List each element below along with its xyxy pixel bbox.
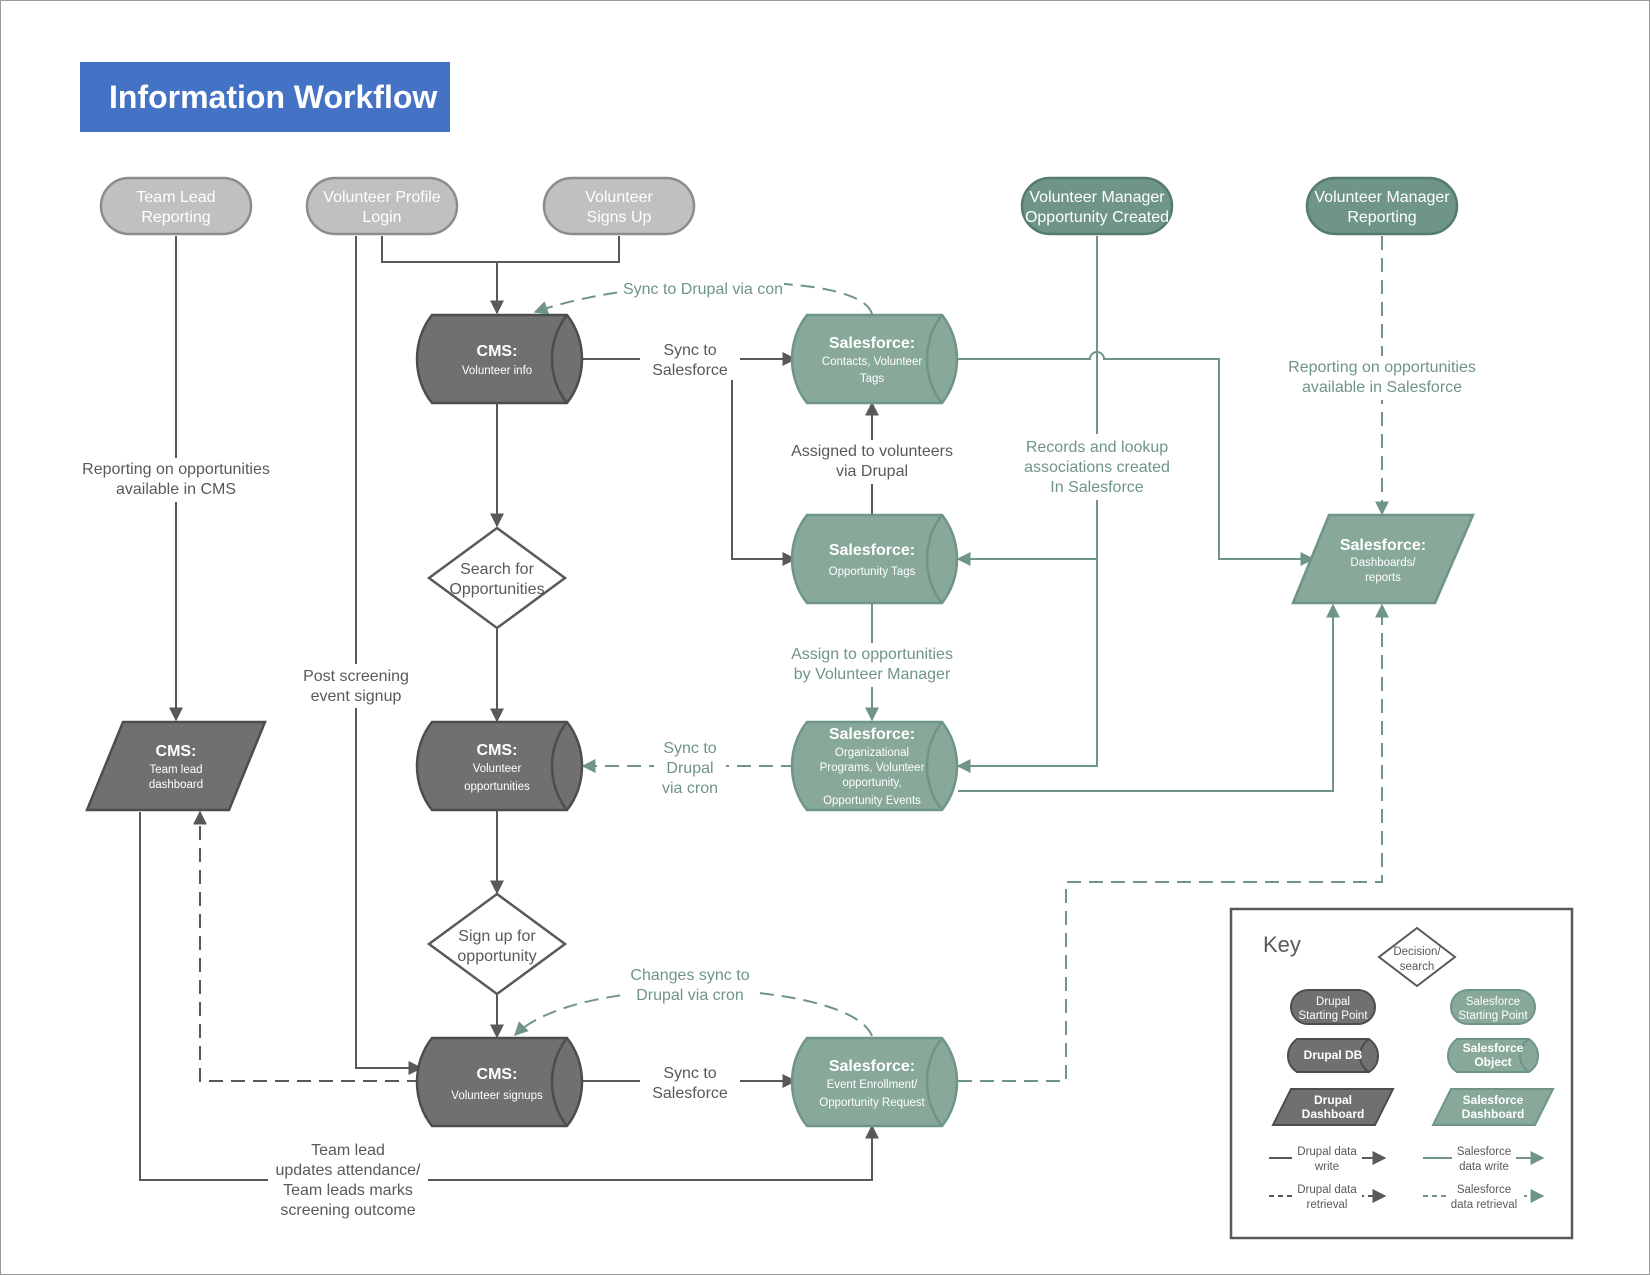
svg-text:Salesforce:Opportunity Tags: Salesforce:Opportunity Tags (829, 542, 916, 578)
connectors-salesforce (514, 236, 1389, 1082)
edge-vmopp-down (956, 236, 1098, 773)
svg-text:Salesforce:Event Enrollment/Op: Salesforce:Event Enrollment/Opportunity … (819, 1058, 925, 1109)
svg-text:CMS:Volunteer info: CMS:Volunteer info (462, 343, 532, 377)
edge-event-to-sfdash (958, 603, 1389, 1082)
svg-text:Drupal DB: Drupal DB (1304, 1048, 1363, 1062)
edge-profile-to-signups (355, 236, 423, 1075)
legend-title: Key (1263, 932, 1301, 957)
db-sf-opportunity-tags[interactable]: Salesforce:Opportunity Tags (790, 513, 959, 605)
label-sync-drupal-con: Sync to Drupal via con (623, 281, 783, 298)
edge-profile-join (381, 236, 497, 263)
svg-text:Salesforce:Dashboards/reports: Salesforce:Dashboards/reports (1340, 537, 1426, 584)
edge-branch-to-opptags (731, 359, 797, 566)
db-cms-volunteer-info[interactable]: CMS:Volunteer info (415, 313, 584, 405)
edge-org-to-sfdash (958, 603, 1340, 792)
db-sf-event-enrollment[interactable]: Salesforce:Event Enrollment/Opportunity … (790, 1036, 959, 1128)
db-cms-volunteer-signups[interactable]: CMS:Volunteer signups (415, 1036, 584, 1128)
edge-signups-to-cmsdash-retrieval (193, 810, 421, 1082)
edge-signsup-to-cmsinfo (490, 236, 620, 315)
legend-drupal-db: Drupal DB (1287, 1038, 1379, 1073)
svg-text:CMS:Volunteer signups: CMS:Volunteer signups (451, 1066, 543, 1102)
edge-event-sync-drupal (514, 989, 873, 1037)
legend-decision: Decision/search (1377, 926, 1457, 988)
svg-text:Decision/search: Decision/search (1393, 946, 1441, 973)
dashboard-sf-reports[interactable]: Salesforce:Dashboards/reports (1291, 513, 1475, 605)
connectors-drupal (139, 236, 879, 1181)
page-title: Information Workflow (80, 62, 450, 132)
edge-contacts-to-sfdash (958, 351, 1315, 566)
edge-cmsdash-to-event (139, 812, 879, 1181)
